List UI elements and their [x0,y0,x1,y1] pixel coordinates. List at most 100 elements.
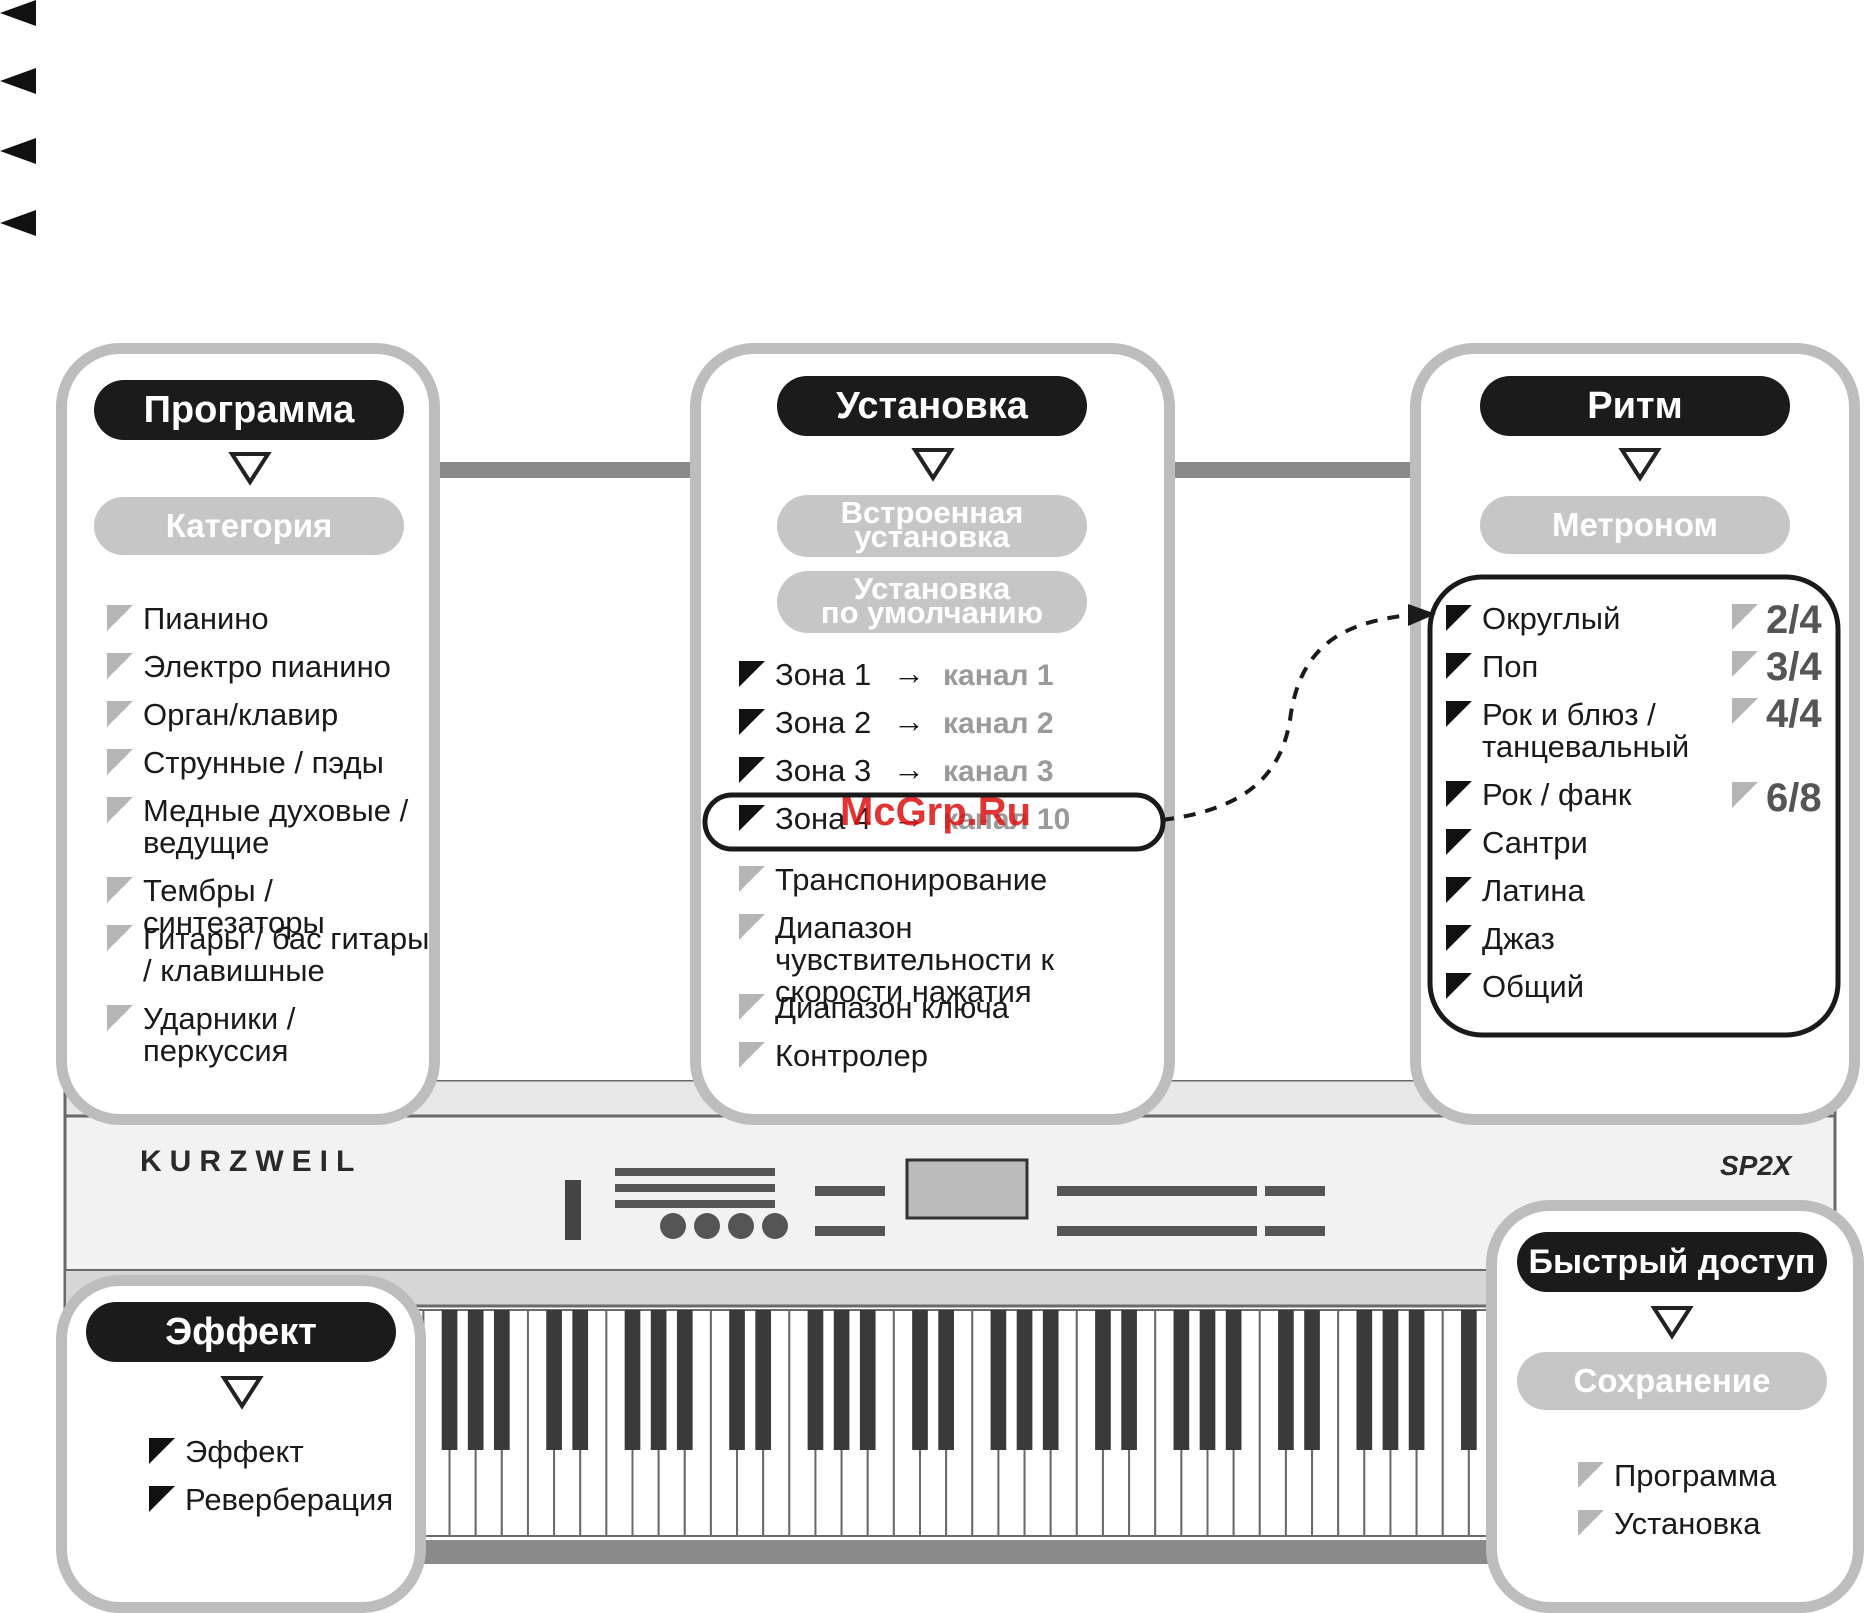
black-key [729,1310,745,1450]
list-marker-icon [1446,653,1472,679]
list-item: Струнные / пэды [107,745,433,780]
black-key [1095,1310,1111,1450]
black-key [624,1310,641,1450]
meter-item: 4/4 [1732,692,1822,737]
list-item: Реверберация [149,1482,394,1517]
list-marker-icon [1578,1510,1604,1536]
black-key [938,1310,954,1450]
default-setup-line1: Установка [853,571,1011,606]
list-marker-icon [1578,1462,1604,1488]
down-arrow-icon [1650,1306,1694,1340]
list-item: Программа [1578,1458,1777,1493]
list-marker-icon [739,994,765,1020]
list-item-text: Джаз [1482,921,1555,956]
list-item: Сантри [1446,827,1712,859]
meter-item: 3/4 [1732,645,1822,690]
list-item-text: Электро пианино [143,649,391,684]
list-marker-icon [739,661,765,687]
list-marker-icon [107,1005,133,1031]
black-key [1121,1310,1137,1450]
zone-label: Зона 3 [775,753,872,788]
model-logo: SP2X [1720,1150,1792,1181]
left-arrow-icon [0,138,36,164]
list-item: Эффект [149,1434,304,1469]
list-marker-icon [1446,829,1472,855]
black-key [493,1310,510,1450]
list-marker-icon [1732,651,1758,677]
list-item-text: Диапазон ключа [775,990,1010,1025]
program-title: Программа [94,380,404,440]
list-marker-icon [1732,604,1758,630]
list-item: Орган/клавир [107,697,433,732]
list-item-text: Струнные / пэды [143,745,384,780]
left-arrow-icon [0,68,36,94]
list-item: Округлый [1446,601,1712,636]
black-key [467,1310,484,1450]
list-item-text: Рок и блюз / танцевальный [1482,697,1690,764]
list-marker-icon [1732,782,1758,808]
list-item-text: Тембры / синтезаторы [143,873,325,940]
channel-label: канал 1 [943,659,1054,692]
list-item: Ударники / перкуссия [107,1003,433,1067]
zone-highlight-outline [702,792,1166,852]
list-item-text: Контролер [775,1038,928,1073]
list-item-text: Орган/клавир [143,697,339,732]
black-key [990,1310,1007,1450]
list-marker-icon [107,701,133,727]
setup-panel [690,343,1175,1125]
zone-row: Зона 3 [739,753,872,788]
list-marker-icon [149,1486,175,1512]
list-marker-icon [149,1438,175,1464]
list-item-text: Рок / фанк [1482,777,1632,812]
down-arrow-icon [1618,448,1662,482]
list-item: Диапазон чувствительности к скорости наж… [739,912,1155,1008]
meter-text: 4/4 [1766,692,1822,736]
right-arrow-icon: → [893,799,925,835]
list-item: Пианино [107,603,433,635]
list-marker-icon [1446,877,1472,903]
default-setup-pill: Установка по умолчанию [777,571,1087,633]
program-subtitle: Категория [94,497,404,555]
left-arrow-icon [0,0,36,26]
list-item: Общий [1446,969,1712,1004]
channel-label: канал 3 [943,755,1054,788]
list-item-text: Гитары / бас гитары / клавишные [143,921,430,988]
zone-row: Зона 1 [739,659,871,691]
builtin-setup-pill: Встроенная установка [777,495,1087,557]
list-marker-icon [1446,925,1472,951]
black-key [1225,1310,1242,1450]
list-item-text: Общий [1482,969,1585,1004]
rhythm-title: Ритм [1480,376,1790,436]
black-key [441,1310,458,1450]
meter-text: 3/4 [1766,645,1822,689]
list-item-text: Программа [1614,1458,1777,1493]
black-key [1356,1310,1373,1450]
list-item-text: Медные духовые / ведущие [143,793,409,860]
list-item-text: Транспонирование [775,862,1048,897]
list-marker-icon [739,1042,765,1068]
list-item-text: Округлый [1482,601,1621,636]
black-key [1278,1310,1294,1450]
list-item: Поп [1446,651,1712,683]
black-key [1461,1310,1477,1450]
black-key [572,1310,589,1450]
list-item-text: Реверберация [185,1482,394,1517]
black-key [755,1310,772,1450]
list-item: Рок / фанк [1446,777,1712,812]
list-marker-icon [739,709,765,735]
black-key [676,1310,693,1450]
list-item-text: Эффект [185,1434,304,1469]
list-marker-icon [1732,698,1758,724]
effect-title: Эффект [86,1302,396,1362]
list-item: Джаз [1446,921,1712,956]
right-arrow-icon: → [893,655,925,691]
list-marker-icon [1446,605,1472,631]
zone-row: Зона 4 [739,803,871,835]
quick-access-subtitle: Сохранение [1517,1352,1827,1410]
list-marker-icon [1446,973,1472,999]
list-item: Гитары / бас гитары / клавишные [107,921,433,988]
builtin-setup-line1: Встроенная [840,495,1024,530]
list-item: Рок и блюз / танцевальный [1446,697,1712,764]
black-key [546,1310,562,1450]
